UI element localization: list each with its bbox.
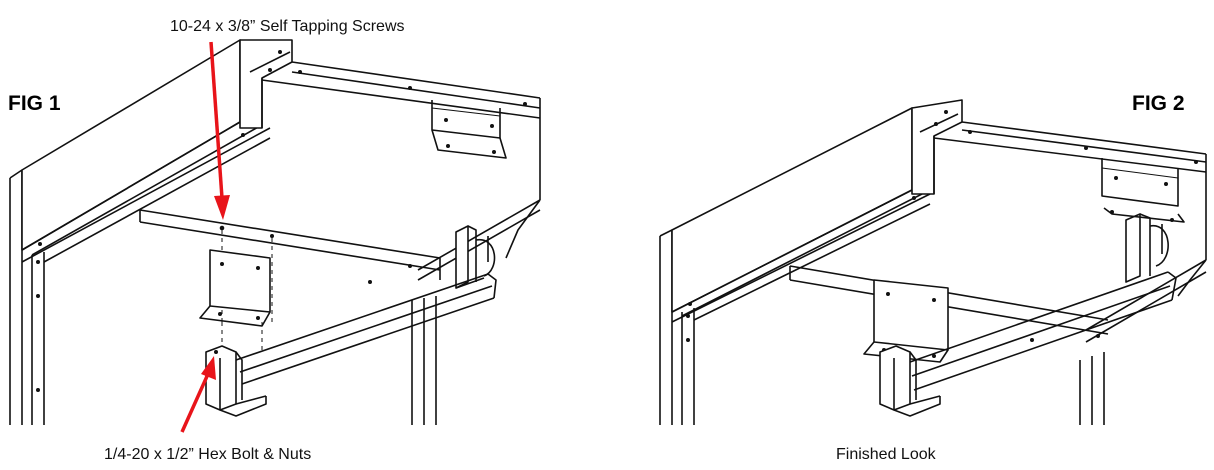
fig2-cross-bar	[789, 265, 1109, 342]
fig1-long-arm	[235, 273, 497, 385]
fig1-u-channel	[205, 345, 267, 417]
fig2-back-panel	[911, 99, 963, 195]
fig1-title: FIG 1	[8, 92, 61, 115]
fig1-arrow-bolts	[180, 356, 216, 433]
caption-finished-look: Finished Look	[836, 446, 936, 463]
fig1-hook-bracket	[455, 225, 496, 289]
fig2-right-frame	[1079, 154, 1207, 425]
fig2-long-arm	[909, 271, 1177, 391]
fig1-right-frame	[411, 98, 541, 425]
fig1-left-rail	[21, 39, 271, 263]
callout-hex-bolt-nuts: 1/4-20 x 1/2” Hex Bolt & Nuts	[104, 446, 312, 463]
fig2-left-post	[659, 229, 695, 425]
fig2-back-rail	[933, 121, 1207, 173]
fig2-back-bracket	[1101, 158, 1185, 283]
fig1-back-bracket	[431, 100, 507, 159]
fig1-cross-bar	[139, 209, 441, 284]
fig1-back-panel	[239, 39, 293, 129]
fig1-back-rail	[261, 61, 541, 119]
fig1-angle-bracket	[199, 249, 271, 327]
fig2-u-channel	[879, 345, 941, 417]
fig2-title: FIG 2	[1132, 92, 1185, 115]
fig1-drawing	[9, 39, 541, 433]
fig1-arrow-screws	[209, 41, 230, 220]
callout-self-tapping-screws: 10-24 x 3/8” Self Tapping Screws	[170, 18, 405, 35]
fig2-drawing	[659, 99, 1207, 425]
